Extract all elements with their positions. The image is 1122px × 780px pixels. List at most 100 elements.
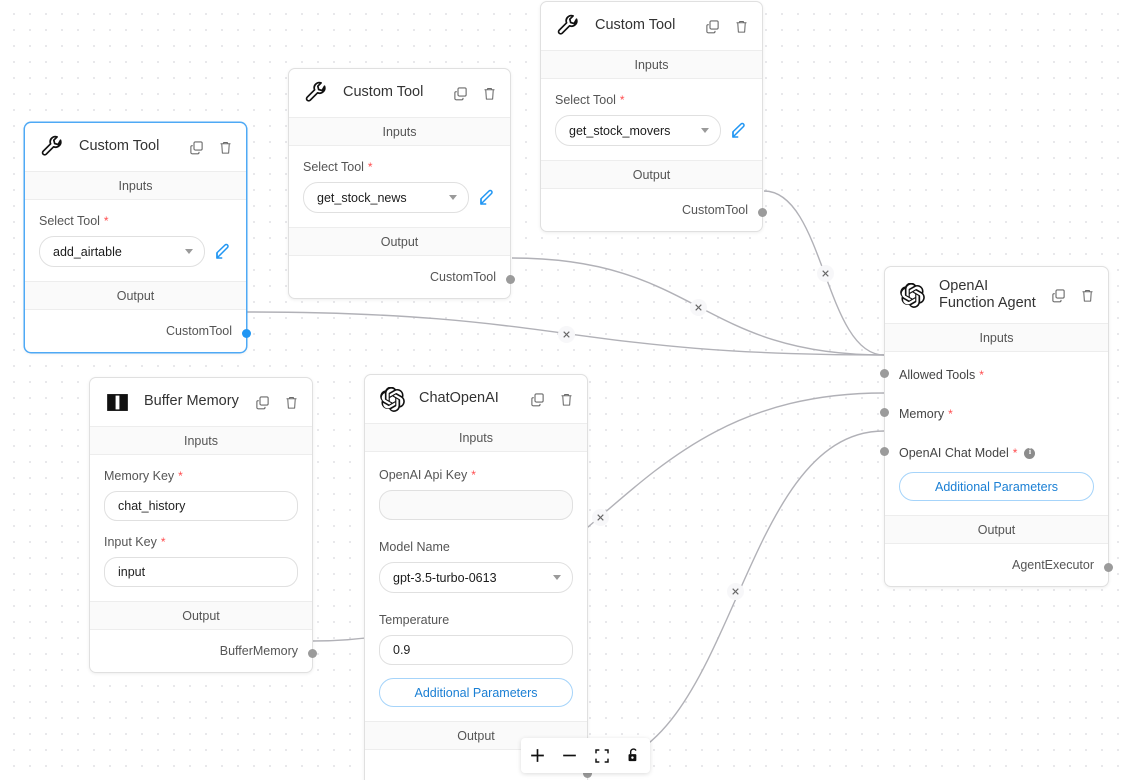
edge-delete-button[interactable]	[557, 325, 575, 343]
node-title: Custom Tool	[79, 138, 160, 155]
inputs-section-label: Inputs	[885, 323, 1108, 353]
fit-view-button[interactable]	[589, 743, 615, 769]
output-name: CustomTool	[430, 269, 496, 284]
edit-icon[interactable]	[214, 243, 232, 261]
input-key-label-text: Input Key	[104, 535, 157, 549]
output-handle[interactable]	[583, 769, 592, 778]
api-key-label-text: OpenAI Api Key	[379, 468, 468, 482]
node-title: Custom Tool	[595, 17, 676, 34]
temperature-label: Temperature	[379, 613, 573, 627]
edit-icon[interactable]	[730, 122, 748, 140]
model-name-dropdown[interactable]: gpt-3.5-turbo-0613	[379, 562, 573, 593]
output-handle[interactable]	[506, 275, 515, 284]
model-name-label: Model Name	[379, 540, 573, 554]
node-header: Buffer Memory	[90, 378, 312, 426]
node-custom-tool-airtable[interactable]: Custom Tool Inputs Select Tool * add_air…	[24, 122, 251, 353]
node-chat-openai[interactable]: ChatOpenAI Inputs OpenAI Api Key *	[364, 374, 592, 780]
node-title: OpenAI Function Agent	[939, 278, 1036, 312]
info-icon[interactable]	[1024, 447, 1036, 459]
output-row: CustomTool	[541, 189, 767, 231]
select-tool-label-text: Select Tool	[555, 93, 616, 107]
select-tool-row: get_stock_news	[303, 182, 496, 213]
input-key-input[interactable]: input	[104, 557, 298, 587]
edge-delete-button[interactable]	[726, 582, 744, 600]
node-buffer-memory[interactable]: Buffer Memory Inputs Memory Key * chat_h…	[89, 377, 317, 673]
copy-icon[interactable]	[530, 392, 545, 407]
api-key-field: OpenAI Api Key *	[365, 452, 587, 520]
book-icon	[104, 389, 130, 415]
node-header: Custom Tool	[25, 123, 246, 171]
wrench-icon	[555, 13, 581, 39]
node-header: Custom Tool	[289, 69, 510, 117]
close-icon	[562, 330, 570, 338]
additional-parameters-button[interactable]: Additional Parameters	[899, 472, 1094, 502]
output-section-label: Output	[25, 281, 246, 310]
chevron-down-icon	[701, 128, 709, 133]
required-marker: *	[367, 160, 373, 174]
output-section-label: Output	[885, 515, 1108, 545]
select-tool-dropdown[interactable]: get_stock_movers	[555, 115, 721, 146]
close-icon	[821, 269, 829, 277]
temperature-label-text: Temperature	[379, 613, 450, 627]
select-tool-dropdown[interactable]: get_stock_news	[303, 182, 469, 213]
trash-icon[interactable]	[734, 19, 749, 34]
node-openai-function-agent[interactable]: OpenAI Function Agent Inputs Allowed Too…	[880, 266, 1113, 588]
trash-icon[interactable]	[482, 86, 497, 101]
trash-icon[interactable]	[218, 140, 233, 155]
edge-delete-button[interactable]	[816, 264, 834, 282]
output-handle[interactable]	[1104, 563, 1113, 573]
wrench-icon	[303, 80, 329, 106]
memory-key-field: Memory Key * chat_history	[90, 455, 312, 521]
output-handle[interactable]	[758, 208, 767, 217]
inputs-section-label: Inputs	[90, 426, 312, 455]
select-tool-label: Select Tool *	[303, 160, 496, 174]
node-custom-tool-movers[interactable]: Custom Tool Inputs Select Tool * get_sto…	[540, 1, 767, 232]
memory-label: Memory	[899, 407, 945, 422]
trash-icon[interactable]	[559, 392, 574, 407]
lock-icon	[628, 748, 637, 762]
memory-key-input[interactable]: chat_history	[104, 491, 298, 521]
node-custom-tool-news[interactable]: Custom Tool Inputs Select Tool * get_sto…	[288, 68, 515, 299]
node-actions	[255, 395, 299, 410]
chat-model-label: OpenAI Chat Model	[899, 446, 1009, 461]
copy-icon[interactable]	[255, 395, 270, 410]
temperature-input[interactable]: 0.9	[379, 635, 573, 665]
select-tool-label: Select Tool *	[39, 214, 232, 228]
api-key-input[interactable]	[379, 490, 573, 520]
copy-icon[interactable]	[705, 19, 720, 34]
output-row: AgentExecutor	[885, 544, 1113, 586]
required-marker: *	[979, 368, 984, 383]
allowed-tools-handle[interactable]	[880, 369, 889, 379]
close-icon	[694, 303, 702, 311]
input-key-label: Input Key *	[104, 535, 298, 549]
output-name: CustomTool	[166, 323, 232, 338]
additional-parameters-button[interactable]: Additional Parameters	[379, 678, 573, 707]
select-tool-value: add_airtable	[53, 244, 122, 259]
copy-icon[interactable]	[453, 86, 468, 101]
openai-icon	[379, 386, 405, 412]
output-handle[interactable]	[242, 329, 251, 338]
canvas-toolbar[interactable]	[521, 738, 650, 773]
fit-view-icon	[594, 748, 609, 763]
trash-icon[interactable]	[284, 395, 299, 410]
chat-model-handle[interactable]	[880, 447, 889, 457]
output-handle[interactable]	[308, 649, 317, 658]
edge-delete-button[interactable]	[591, 508, 609, 526]
node-actions	[189, 140, 233, 155]
output-row: CustomTool	[25, 310, 251, 352]
output-section-label: Output	[90, 601, 312, 630]
copy-icon[interactable]	[189, 140, 204, 155]
inputs-section-label: Inputs	[289, 117, 510, 146]
trash-icon[interactable]	[1080, 288, 1095, 303]
zoom-in-button[interactable]	[524, 743, 550, 769]
zoom-out-button[interactable]	[556, 743, 582, 769]
edge-delete-button[interactable]	[689, 298, 707, 316]
select-tool-dropdown[interactable]: add_airtable	[39, 236, 205, 267]
required-marker: *	[948, 407, 953, 422]
memory-handle[interactable]	[880, 408, 889, 418]
lock-button[interactable]	[621, 743, 647, 769]
copy-icon[interactable]	[1051, 288, 1066, 303]
edit-icon[interactable]	[478, 189, 496, 207]
select-tool-label: Select Tool *	[555, 93, 748, 107]
